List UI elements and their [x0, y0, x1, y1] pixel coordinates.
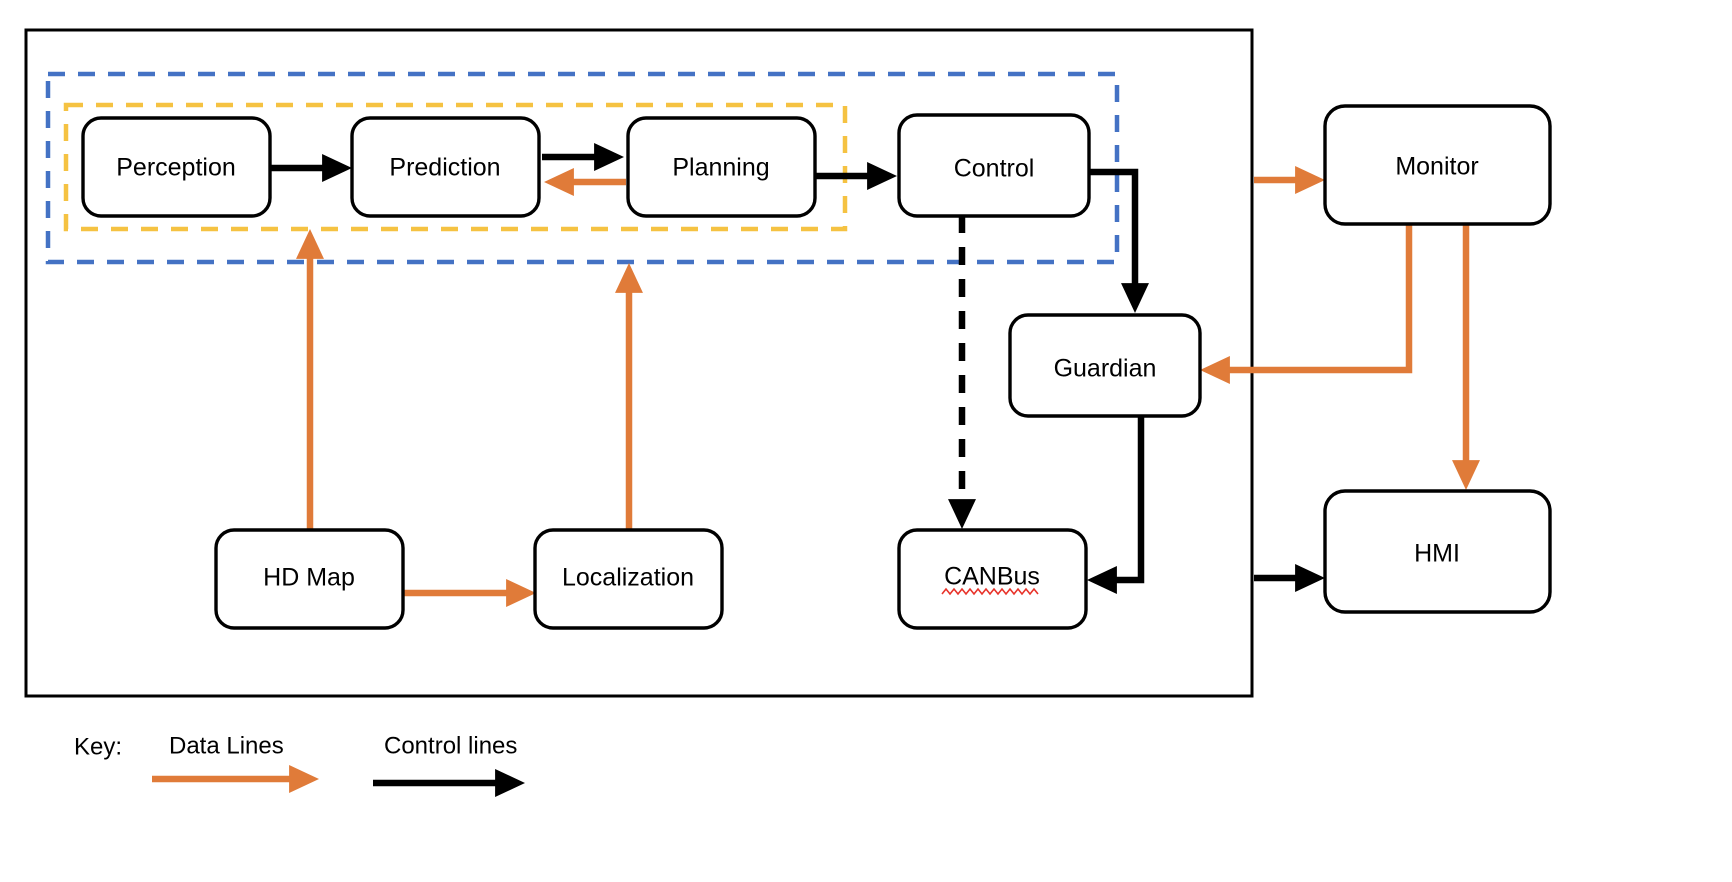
node-localization[interactable]: Localization: [533, 528, 724, 630]
node-hmi-box[interactable]: [1323, 489, 1552, 614]
node-prediction[interactable]: Prediction: [350, 116, 541, 218]
node-localization-box[interactable]: [533, 528, 724, 630]
edge-guardian-to-canbus: [1086, 415, 1145, 594]
node-planning-box[interactable]: [626, 116, 817, 218]
node-hd-map-label: HD Map: [263, 564, 355, 592]
edge-control-to-guardian: [1090, 168, 1149, 314]
node-control-box[interactable]: [897, 113, 1091, 218]
node-hd-map[interactable]: HD Map: [214, 528, 405, 630]
node-planning-label: Planning: [672, 154, 769, 182]
node-hd-map-box[interactable]: [214, 528, 405, 630]
node-control-label: Control: [954, 155, 1035, 183]
node-canbus-box[interactable]: [897, 528, 1088, 630]
node-canbus-label: CANBus: [944, 563, 1040, 591]
node-guardian-label: Guardian: [1054, 355, 1157, 383]
node-guardian[interactable]: Guardian: [1008, 313, 1202, 418]
node-monitor-box[interactable]: [1323, 104, 1552, 226]
node-prediction-box[interactable]: [350, 116, 541, 218]
node-localization-label: Localization: [562, 564, 694, 592]
node-planning[interactable]: Planning: [626, 116, 817, 218]
spellcheck-squiggle-icon: [941, 587, 1039, 596]
node-perception[interactable]: Perception: [81, 116, 272, 218]
key-entry-data-lines-label: Data Lines: [169, 732, 284, 759]
node-perception-label: Perception: [116, 154, 236, 182]
node-prediction-label: Prediction: [389, 154, 500, 182]
key-entry-control-lines-label: Control lines: [384, 732, 517, 759]
node-monitor-label: Monitor: [1395, 153, 1478, 181]
node-hmi-label: HMI: [1414, 540, 1460, 568]
key-legend: Key: Data Lines Control lines: [74, 732, 526, 797]
node-control[interactable]: Control: [897, 113, 1091, 218]
node-perception-box[interactable]: [81, 116, 272, 218]
key-title: Key:: [74, 733, 122, 760]
node-canbus[interactable]: CANBus: [897, 528, 1088, 630]
node-hmi[interactable]: HMI: [1323, 489, 1552, 614]
edge-monitor-to-guardian: [1199, 224, 1413, 384]
node-guardian-box[interactable]: [1008, 313, 1202, 418]
node-monitor[interactable]: Monitor: [1323, 104, 1552, 226]
group-amber-dashed: [63, 102, 848, 232]
system-boundary: [24, 28, 1254, 698]
